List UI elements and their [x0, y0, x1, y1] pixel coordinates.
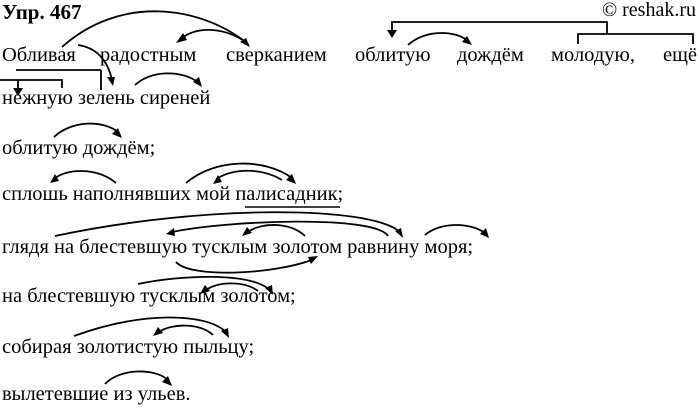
word-oblituyu: облитую — [355, 44, 431, 66]
word-dozhdem: дождём — [457, 44, 524, 66]
watermark: © reshak.ru — [601, 0, 696, 21]
phrase-1: облитую дождём; — [2, 137, 156, 159]
sentence-line-2: нежную зелень сиреней — [2, 87, 211, 109]
arrow-zelen-sireney — [134, 72, 202, 87]
phrase-6: вылетевшие из ульев. — [2, 383, 191, 405]
bracket-top-right — [387, 21, 694, 44]
arrow-p2-c — [213, 169, 283, 184]
phrase-5: собирая золотистую пыльцу; — [2, 336, 255, 358]
arrow-p5-b — [153, 324, 214, 336]
arrow-p1 — [53, 122, 122, 138]
word-oblivaya: Обливая — [2, 44, 76, 66]
arrow-p3-ravninu-blestevshuyu — [166, 220, 389, 237]
arrow-p5-a — [73, 316, 229, 338]
word-radostnym: радостным — [100, 44, 197, 66]
word-sverkaniem: сверканием — [226, 44, 327, 66]
arrow-p2-b — [185, 162, 296, 184]
arrow-p3-zolotom-tusklym — [242, 224, 306, 237]
phrase-4: на блестевшую тусклым золотом; — [2, 285, 296, 307]
word-eshche: ещё — [663, 44, 697, 66]
phrase-3: глядя на блестевшую тусклым золотом равн… — [2, 236, 474, 258]
arrow-oblivaya-sverkaniem — [61, 10, 250, 48]
arrow-sverkaniem-radostnym — [176, 29, 247, 43]
arrow-p3-glyadya-ravninu — [54, 211, 403, 238]
phrase-2: сплошь наполнявших мой палисадник; — [2, 183, 344, 205]
word-molodyu: молодую, — [551, 44, 635, 66]
exercise-title: Упр. 467 — [2, 0, 82, 24]
arrow-p2-a — [50, 170, 117, 184]
